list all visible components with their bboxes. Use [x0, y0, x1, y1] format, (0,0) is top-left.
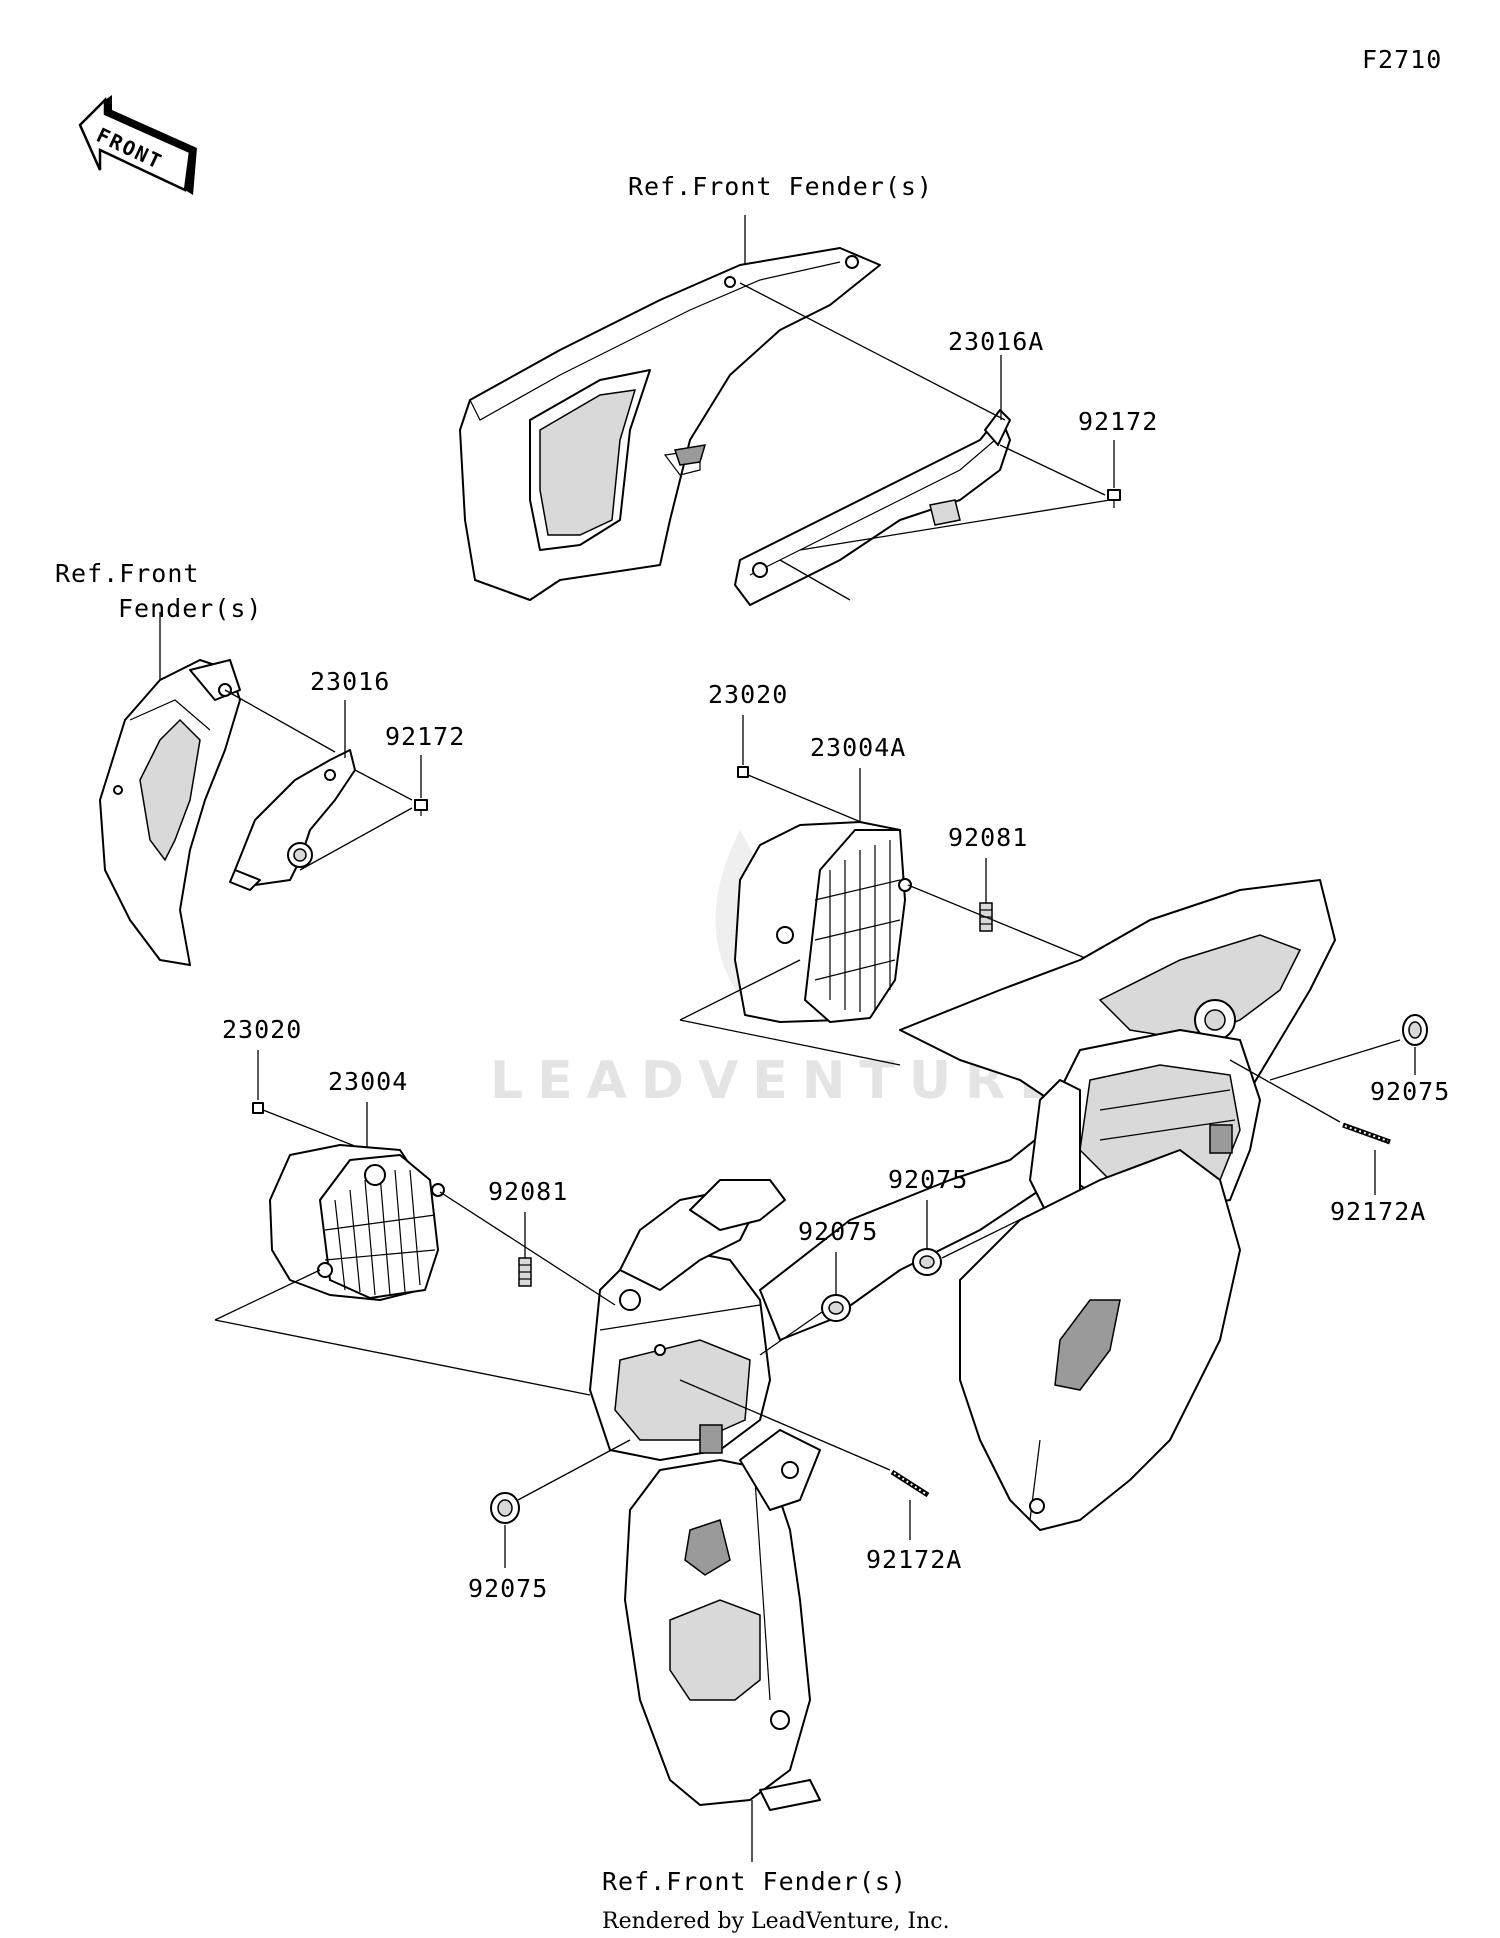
- bracket-23016A: [734, 409, 1011, 606]
- part-23020-right-label: 23020: [708, 680, 788, 709]
- leader-92172A-right: [1229, 1059, 1341, 1123]
- leader-23016A-b: [999, 444, 1106, 496]
- part-92172A-right-label: 92172A: [1330, 1197, 1426, 1226]
- front-arrow-icon: FRONT: [78, 95, 197, 195]
- leader-92081-left-b: [439, 1191, 616, 1306]
- part-92075-center-right-label: 92075: [888, 1165, 968, 1194]
- part-23020-left-label: 23020: [222, 1015, 302, 1044]
- leader-23016A-c: [799, 499, 1111, 551]
- leader-92075-bottom-left-b: [517, 1439, 631, 1501]
- screw-92081-left-icon: [518, 1257, 532, 1287]
- bolt-92172A-bottom-icon: [890, 1469, 930, 1498]
- leader-23016A-d: [779, 559, 851, 601]
- ref-front-fender-left-label-line1: Ref.Front: [55, 559, 199, 588]
- ref-front-fender-bottom-label: Ref.Front Fender(s): [602, 1867, 907, 1896]
- part-23016A-label: 23016A: [948, 327, 1044, 356]
- bolt-92172A-right-icon: [1342, 1122, 1391, 1145]
- part-92081-left-label: 92081: [488, 1177, 568, 1206]
- grommet-92075-center-right-icon: [912, 1248, 942, 1276]
- grommet-92075-center-icon: [821, 1294, 851, 1322]
- ref-front-fender-top-label: Ref.Front Fender(s): [628, 172, 933, 201]
- part-92075-center-label: 92075: [798, 1217, 878, 1246]
- clip-23020-left-icon: [252, 1102, 264, 1114]
- leader-23004A-a: [679, 959, 801, 1021]
- part-92075-bottom-left-label: 92075: [468, 1574, 548, 1603]
- leader-92075-center-right-b: [941, 1194, 1071, 1259]
- footer-credit: Rendered by LeadVenture, Inc.: [602, 1909, 950, 1934]
- leader-92075-far-right: [1269, 1039, 1401, 1081]
- part-23016-label: 23016: [310, 667, 390, 696]
- leader-92172A-bottom: [679, 1379, 891, 1471]
- part-92172-top-label: 92172: [1078, 407, 1158, 436]
- clip-23020-right-icon: [737, 766, 749, 778]
- leader-23016-a: [224, 689, 336, 753]
- leader-23004-b: [214, 1319, 591, 1396]
- leader-23016-c: [299, 807, 413, 871]
- ref-front-fender-left-label-line2: Fender(s): [118, 594, 262, 623]
- leader-23004-a: [214, 1269, 321, 1321]
- part-92081-right-label: 92081: [948, 823, 1028, 852]
- headlight-23004: [269, 1144, 445, 1301]
- screw-92172-left-icon: [414, 799, 428, 816]
- figure-code: F2710: [1362, 45, 1442, 74]
- bracket-23016: [229, 749, 356, 891]
- leader-23016A-a: [739, 282, 1006, 421]
- part-23004-label: 23004: [328, 1067, 408, 1096]
- part-92172-left-label: 92172: [385, 722, 465, 751]
- leader-23004A-b: [679, 1019, 901, 1066]
- leader-92081-right-b: [907, 884, 1091, 961]
- front-fender-panel-top: [459, 247, 881, 601]
- front-fender-main: [589, 879, 1336, 1811]
- screw-92172-top-icon: [1107, 489, 1121, 508]
- grommet-92075-far-right-icon: [1402, 1014, 1428, 1046]
- front-fender-panel-left: [99, 659, 241, 966]
- leader-23020-right-b: [747, 774, 881, 831]
- part-92075-far-right-label: 92075: [1370, 1077, 1450, 1106]
- part-23004A-label: 23004A: [810, 733, 906, 762]
- leader-92075-center-b: [759, 1311, 823, 1356]
- part-92172A-bottom-label: 92172A: [866, 1545, 962, 1574]
- headlight-23004A: [734, 821, 912, 1023]
- leader-23016-b: [354, 769, 413, 801]
- leader-23020-left-b: [262, 1109, 366, 1151]
- grommet-92075-bottom-left-icon: [490, 1492, 520, 1524]
